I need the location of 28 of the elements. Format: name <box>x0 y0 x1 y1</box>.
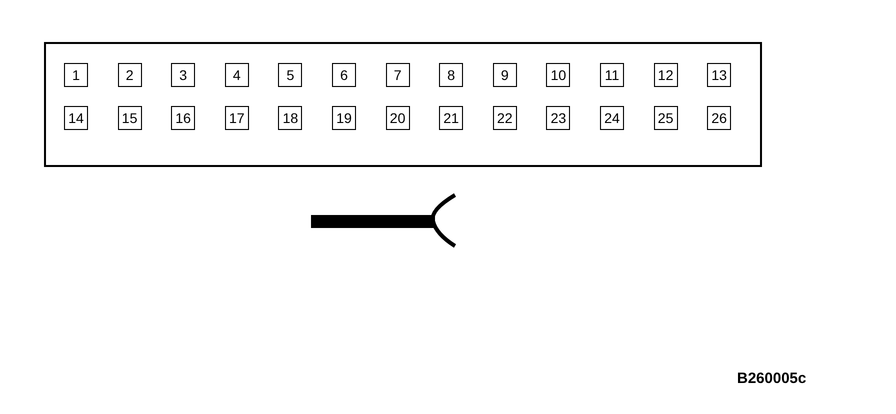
pin-number: 21 <box>439 106 464 130</box>
pin-number: 22 <box>492 106 517 130</box>
pin-number: 14 <box>64 106 88 130</box>
pin-number: 23 <box>546 106 570 130</box>
pin-number: 10 <box>546 63 570 87</box>
connector-outline <box>44 42 762 167</box>
pin-number: 19 <box>332 106 356 130</box>
pin-number: 3 <box>171 63 196 87</box>
pin-number: 24 <box>600 106 624 130</box>
pin-number: 25 <box>654 106 678 130</box>
pin-number: 4 <box>224 63 249 87</box>
pin-number: 5 <box>278 63 302 87</box>
pin-number: 16 <box>171 106 196 130</box>
pin-number: 1 <box>64 63 88 87</box>
pin-number: 15 <box>118 106 142 130</box>
pin-number: 12 <box>654 63 678 87</box>
figure-code: B260005c <box>737 370 806 387</box>
pin-number: 20 <box>386 106 410 130</box>
pin-number: 7 <box>386 63 410 87</box>
pin-number: 26 <box>707 106 732 130</box>
pin-number: 2 <box>118 63 142 87</box>
pin-number: 13 <box>707 63 732 87</box>
pin-number: 9 <box>492 63 517 87</box>
pin-number: 18 <box>278 106 302 130</box>
pin-number: 11 <box>600 63 624 87</box>
pin-number: 17 <box>224 106 249 130</box>
pin-number: 8 <box>439 63 464 87</box>
pin-number: 6 <box>332 63 356 87</box>
